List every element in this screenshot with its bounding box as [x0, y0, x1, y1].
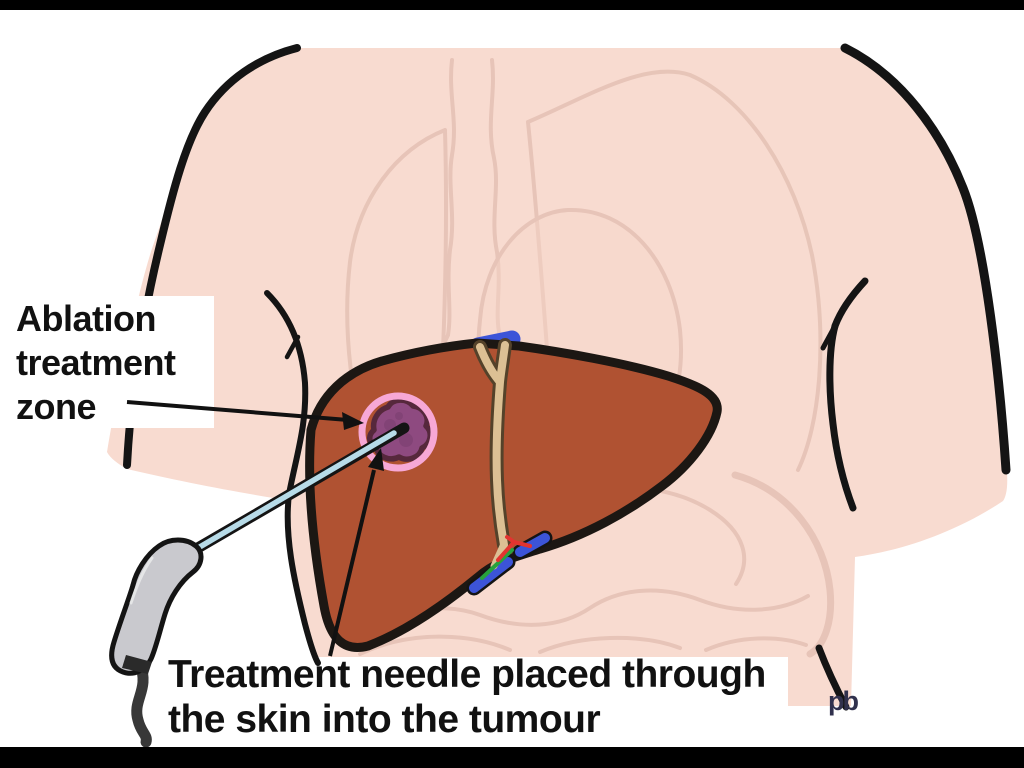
ablation-arrow-line [126, 400, 349, 422]
liver-outline [305, 338, 722, 652]
needle-shaft [195, 430, 397, 551]
handle-highlight [129, 556, 154, 605]
tumour-texture [384, 412, 413, 447]
colon-outline [731, 471, 835, 658]
right-armpit-fold [831, 277, 869, 330]
needle-arrow-line [328, 469, 376, 657]
trachea-outline [488, 58, 502, 339]
frame-bar-top [0, 0, 1024, 10]
hepatic-vessels [466, 530, 553, 596]
trachea-outline [446, 58, 456, 337]
falciform-ligament [473, 338, 512, 552]
ablation-arrow-head [342, 412, 364, 430]
pb-logo: pb [828, 686, 859, 716]
needle-arrow-head [368, 448, 384, 471]
right-arm-outline [840, 43, 1011, 475]
handle-cable [131, 658, 152, 748]
frame-bar-bottom [0, 747, 1024, 768]
ablation-zone-label: Ablation treatment zone [16, 298, 176, 427]
needle-label: Treatment needle placed through the skin… [168, 653, 766, 741]
right-hip-outline [815, 644, 850, 711]
ablation-zone-ring [358, 392, 438, 472]
right-flank-outline [826, 322, 857, 512]
annotation-arrows [126, 400, 384, 657]
left-armpit-notch [284, 334, 301, 360]
treatment-needle [109, 422, 410, 748]
cable-connector [122, 655, 152, 674]
needle-handle [109, 537, 204, 676]
